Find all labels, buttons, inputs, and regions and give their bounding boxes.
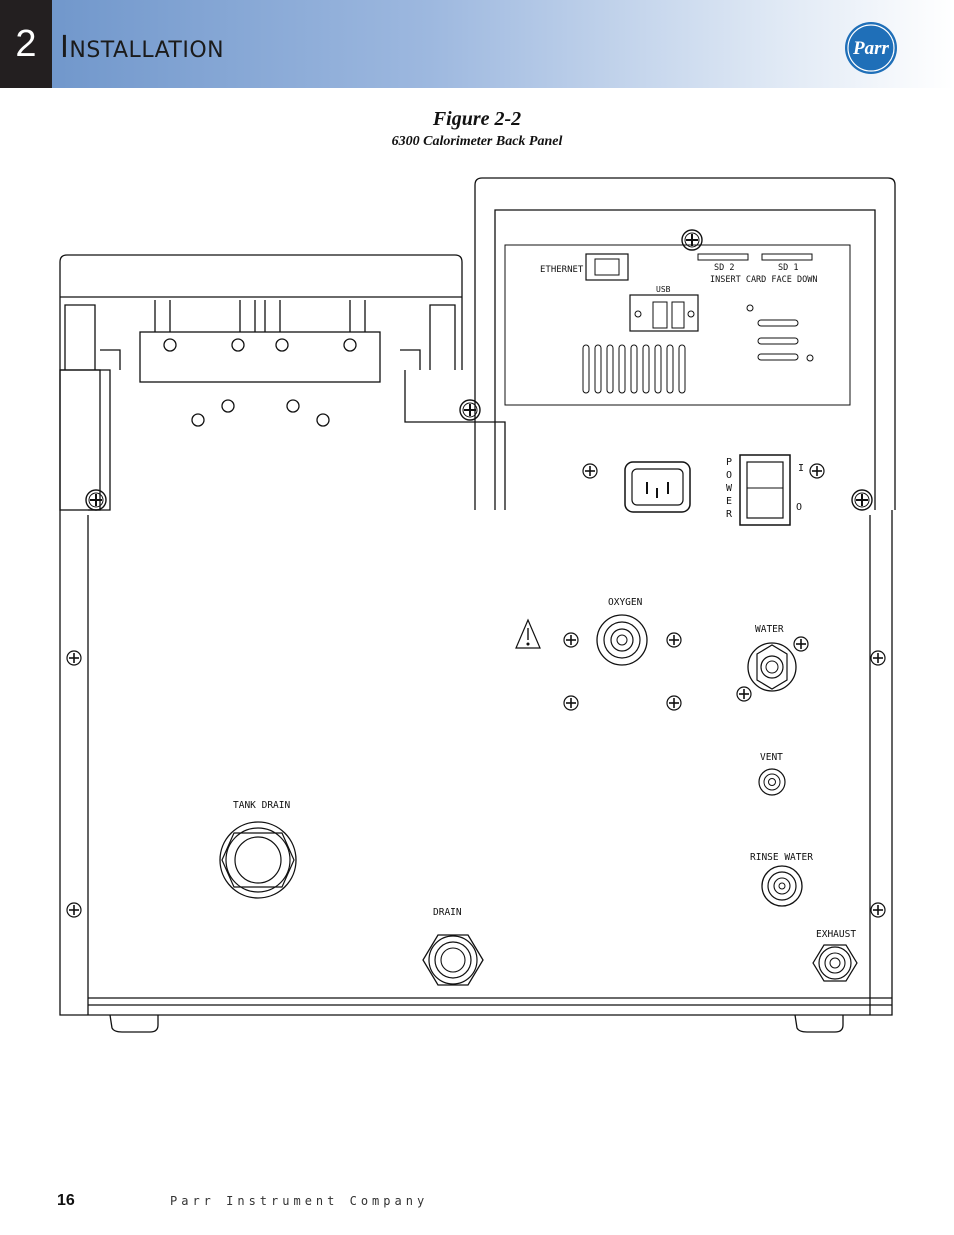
exhaust-label: EXHAUST — [816, 929, 856, 940]
power-letter-w: W — [726, 483, 733, 494]
company-name: Parr Instrument Company — [170, 1194, 429, 1208]
upper-housing-outline — [474, 177, 896, 510]
drain-label: DRAIN — [433, 907, 462, 918]
power-letter-e: E — [726, 496, 732, 507]
power-letter-r: R — [726, 509, 733, 520]
water-label: WATER — [755, 624, 784, 635]
sd2-label: SD 2 — [714, 263, 734, 273]
left-cover-outline — [59, 254, 463, 370]
power-letter-p: P — [726, 457, 732, 468]
usb-label: USB — [656, 285, 671, 294]
chapter-title-rest: NSTALLATION — [69, 38, 225, 63]
warning-triangle-icon — [515, 618, 541, 649]
switch-on-label: I — [798, 463, 804, 474]
tank-drain-label: TANK DRAIN — [233, 800, 290, 811]
back-panel-drawing: ETHERNET SD 2 SD 1 INSERT CARD FACE DOWN… — [59, 177, 896, 1033]
rinse-water-label: RINSE WATER — [750, 852, 813, 863]
page-number: 16 — [57, 1192, 75, 1209]
switch-off-label: O — [796, 502, 802, 513]
ethernet-label: ETHERNET — [540, 265, 584, 275]
logo-text: Parr — [852, 38, 890, 59]
parr-logo-icon: Parr — [845, 22, 897, 74]
chapter-header-band: 2 INSTALLATION Parr — [0, 0, 954, 88]
insert-card-label: INSERT CARD FACE DOWN — [710, 275, 817, 285]
power-letter-o: O — [726, 470, 732, 481]
figure-subtitle: 6300 Calorimeter Back Panel — [391, 134, 563, 149]
chapter-title-initial: I — [60, 30, 70, 65]
power-switch — [739, 454, 791, 526]
chapter-number: 2 — [0, 0, 52, 88]
oxygen-label: OXYGEN — [608, 597, 643, 608]
vent-label: VENT — [760, 752, 783, 763]
main-body-outline — [59, 370, 893, 1016]
sd1-label: SD 1 — [778, 263, 798, 273]
figure-title: Figure 2-2 — [432, 108, 522, 130]
chapter-title: INSTALLATION — [60, 30, 224, 65]
